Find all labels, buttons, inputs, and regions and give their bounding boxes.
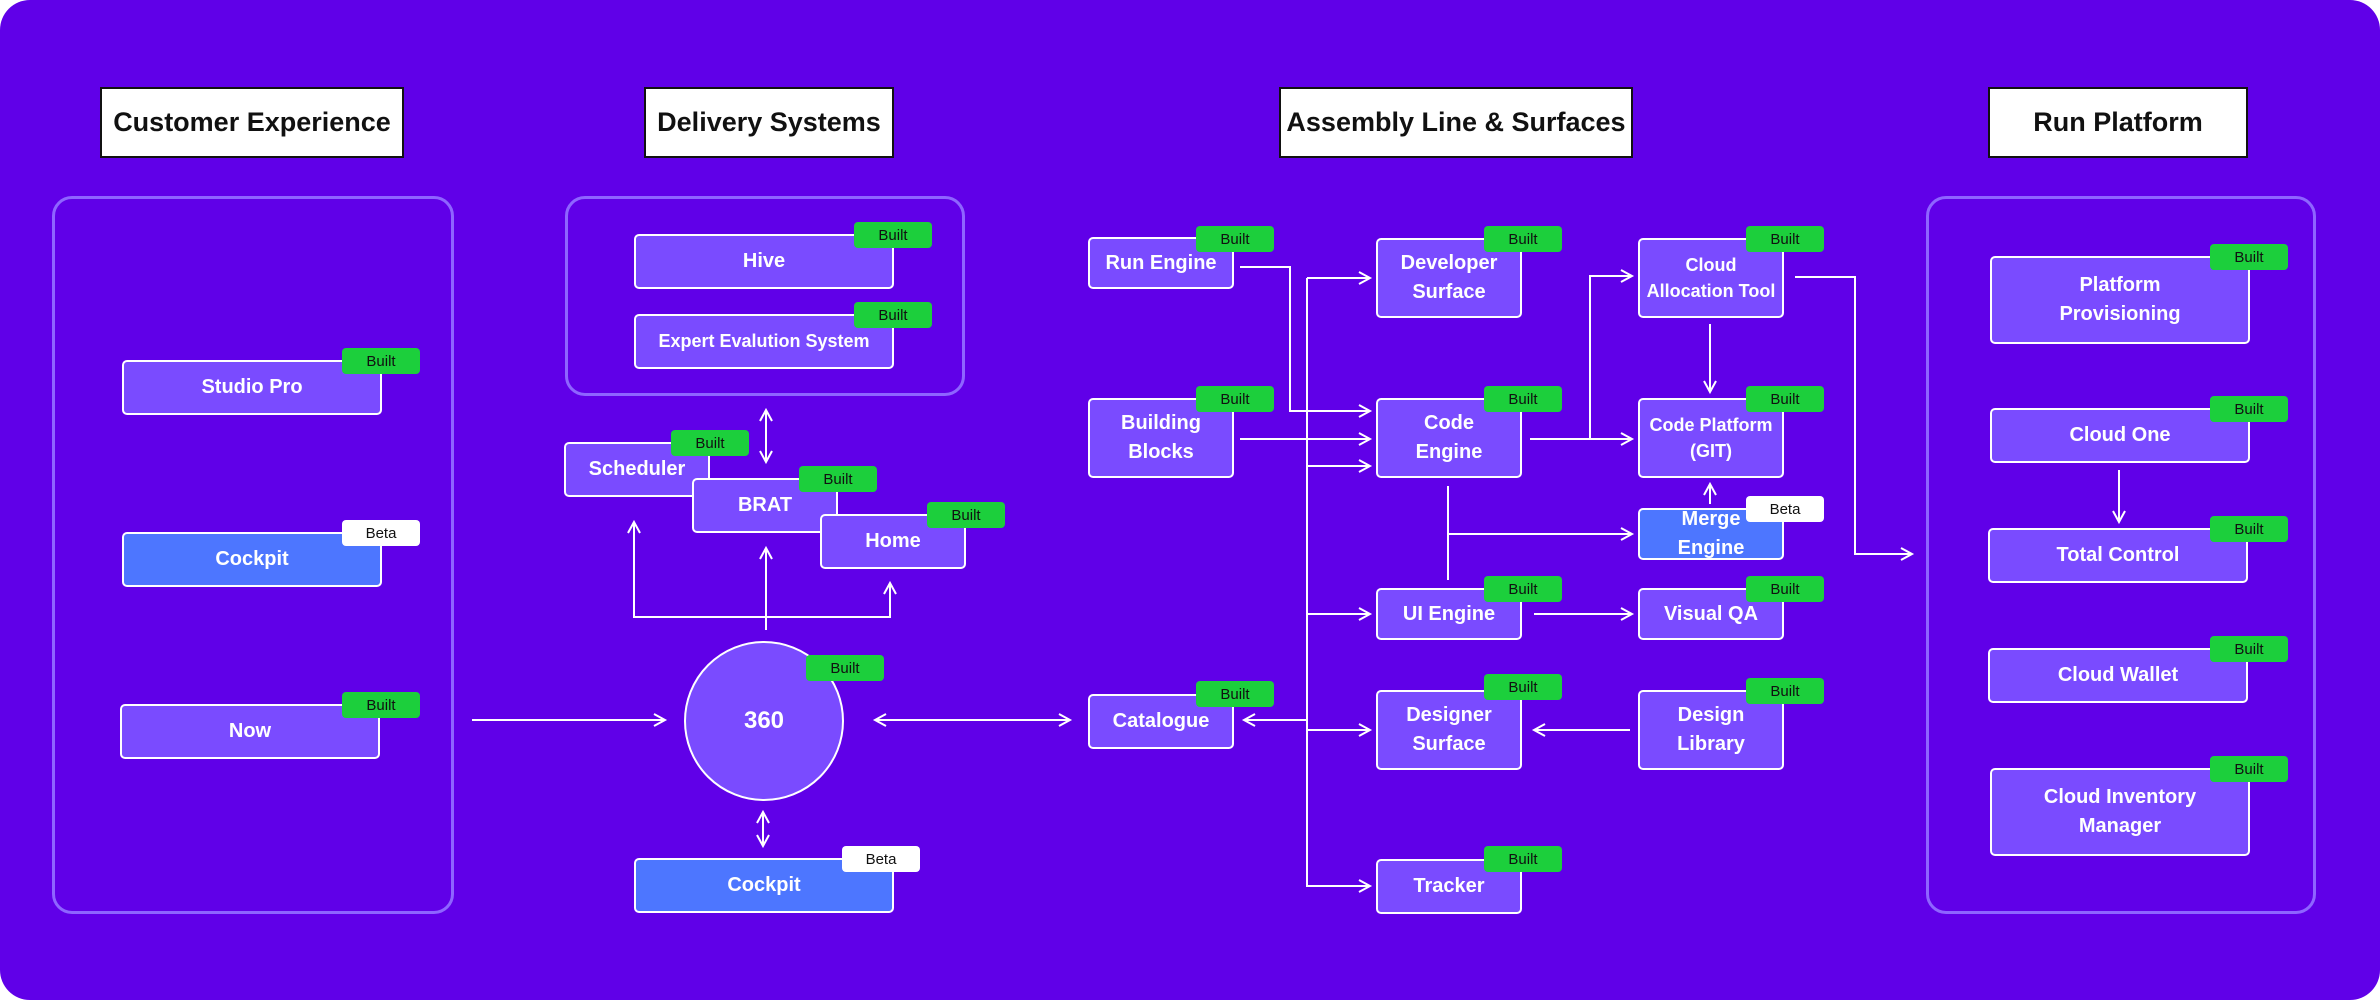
column-header-assembly-line: Assembly Line & Surfaces [1279,87,1633,158]
node-code-engine[interactable]: Code Engine [1376,398,1522,478]
node-label: Code [1424,412,1474,434]
node-label: BRAT [737,494,793,516]
node-label: Cockpit [727,874,801,896]
edge-run-engine-code-engine [1240,266,1373,418]
node-expert-evalution-system[interactable]: Expert Evalution System [634,314,894,369]
edge-bus-tracker [1306,720,1373,893]
node-label: Cloud One [2069,424,2171,446]
node-label: Cloud [1685,254,1737,275]
status-badge: Built [2210,636,2288,662]
status-badge: Built [2210,516,2288,542]
node-label: Expert Evalution System [658,331,870,352]
status-badge: Built [799,466,877,492]
status-badge: Built [1746,678,1824,704]
node-label: Design [1677,704,1745,726]
node-label: Cockpit [215,548,289,570]
edge-360-home [766,580,897,618]
node-label: 360 [743,706,785,734]
node-label: Building [1121,412,1201,434]
status-badge: Built [342,692,420,718]
node-cloud-wallet[interactable]: Cloud Wallet [1988,648,2248,703]
node-label: Blocks [1128,441,1194,463]
node-label: Surface [1412,733,1486,755]
status-badge: Beta [842,846,920,872]
node-label: Manager [2078,815,2162,837]
node-label: Run Engine [1105,251,1217,274]
status-badge: Built [342,348,420,374]
node-design-library[interactable]: Design Library [1638,690,1784,770]
status-badge: Built [1196,386,1274,412]
node-cloud-one[interactable]: Cloud One [1990,408,2250,463]
status-badge: Built [2210,756,2288,782]
node-brat[interactable]: BRAT [692,478,838,533]
node-360[interactable]: 360 [684,641,844,801]
node-designer-surface[interactable]: Designer Surface [1376,690,1522,770]
node-label: Catalogue [1112,710,1210,732]
node-label: Engine [1415,441,1483,463]
edge-to-run-platform [1795,276,1915,561]
status-badge: Built [854,222,932,248]
status-badge: Built [671,430,749,456]
node-label: Provisioning [2059,303,2181,325]
node-cockpit-cx[interactable]: Cockpit [122,532,382,587]
node-label: Code Platform [1649,414,1773,435]
status-badge: Built [1196,681,1274,707]
status-badge: Beta [1746,496,1824,522]
edge-360-scheduler [627,519,766,618]
node-label: Scheduler [588,458,686,480]
status-badge: Built [1484,576,1562,602]
status-badge: Built [1484,674,1562,700]
status-badge: Built [1746,386,1824,412]
node-label: Home [865,530,921,552]
delivery-systems-panel [565,196,965,396]
node-label: Hive [742,250,786,272]
node-label: Surface [1412,281,1486,303]
node-label: Merge Engine [1677,508,1745,559]
node-label: Platform [2079,274,2161,296]
node-total-control[interactable]: Total Control [1988,528,2248,583]
node-now[interactable]: Now [120,704,380,759]
node-cockpit-ds[interactable]: Cockpit [634,858,894,913]
node-cloud-inventory-manager[interactable]: Cloud Inventory Manager [1990,768,2250,856]
status-badge: Built [1196,226,1274,252]
status-badge: Built [2210,396,2288,422]
run-platform-panel [1926,196,2316,914]
node-label: Designer [1406,704,1492,726]
status-badge: Built [1484,226,1562,252]
node-merge-engine[interactable]: Merge Engine [1638,508,1784,560]
node-label: Studio Pro [201,376,303,398]
column-header-customer-experience: Customer Experience [100,87,404,158]
node-label: Total Control [2056,544,2180,566]
node-label: Developer [1400,252,1498,274]
node-developer-surface[interactable]: Developer Surface [1376,238,1522,318]
customer-experience-panel [52,196,454,914]
node-label: Visual QA [1663,602,1759,625]
status-badge: Built [2210,244,2288,270]
column-header-delivery-systems: Delivery Systems [644,87,894,158]
node-label: UI Engine [1402,602,1496,625]
status-badge: Built [927,502,1005,528]
node-label: (GIT) [1690,441,1732,461]
status-badge: Built [1746,226,1824,252]
node-studio-pro[interactable]: Studio Pro [122,360,382,415]
status-badge: Built [1484,846,1562,872]
node-hive[interactable]: Hive [634,234,894,289]
node-label: Cloud Wallet [2057,664,2179,686]
status-badge: Built [1484,386,1562,412]
status-badge: Built [806,655,884,681]
status-badge: Built [854,302,932,328]
node-label: Cloud Inventory [2043,786,2197,808]
column-header-run-platform: Run Platform [1988,87,2248,158]
edge-code-engine-cloud-allocation [1589,269,1635,439]
status-badge: Beta [342,520,420,546]
node-platform-provisioning[interactable]: Platform Provisioning [1990,256,2250,344]
node-label: Now [228,720,272,742]
node-label: Library [1677,733,1745,755]
status-badge: Built [1746,576,1824,602]
node-label: Tracker [1413,875,1485,897]
node-label: Allocation Tool [1646,281,1776,301]
